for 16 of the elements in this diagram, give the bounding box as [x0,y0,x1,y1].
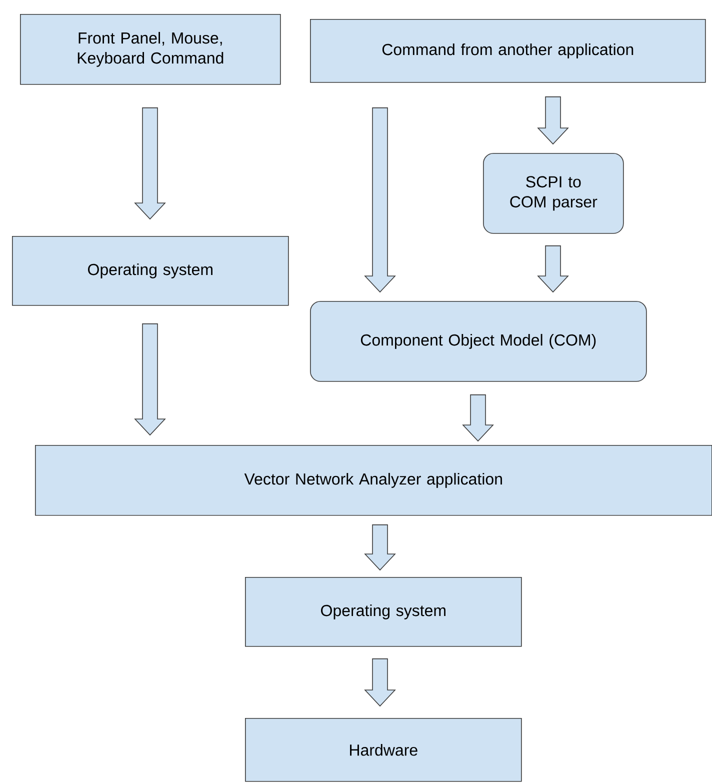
block-arrow [134,107,166,220]
block-arrow [462,394,494,442]
block-arrow [364,658,396,707]
block-arrow [364,107,396,293]
process-box: Component Object Model (COM) [310,301,647,382]
block-arrow [537,245,569,293]
block-arrow [134,323,166,436]
process-box: SCPI to COM parser [483,153,624,234]
block-arrow [364,524,396,571]
block-arrow [537,96,569,145]
process-box: Command from another application [310,19,706,83]
process-box: Operating system [12,236,289,306]
process-box: Front Panel, Mouse, Keyboard Command [20,14,281,85]
process-box: Operating system [245,577,522,647]
process-box: Hardware [245,718,522,782]
process-box: Vector Network Analyzer application [35,445,712,516]
